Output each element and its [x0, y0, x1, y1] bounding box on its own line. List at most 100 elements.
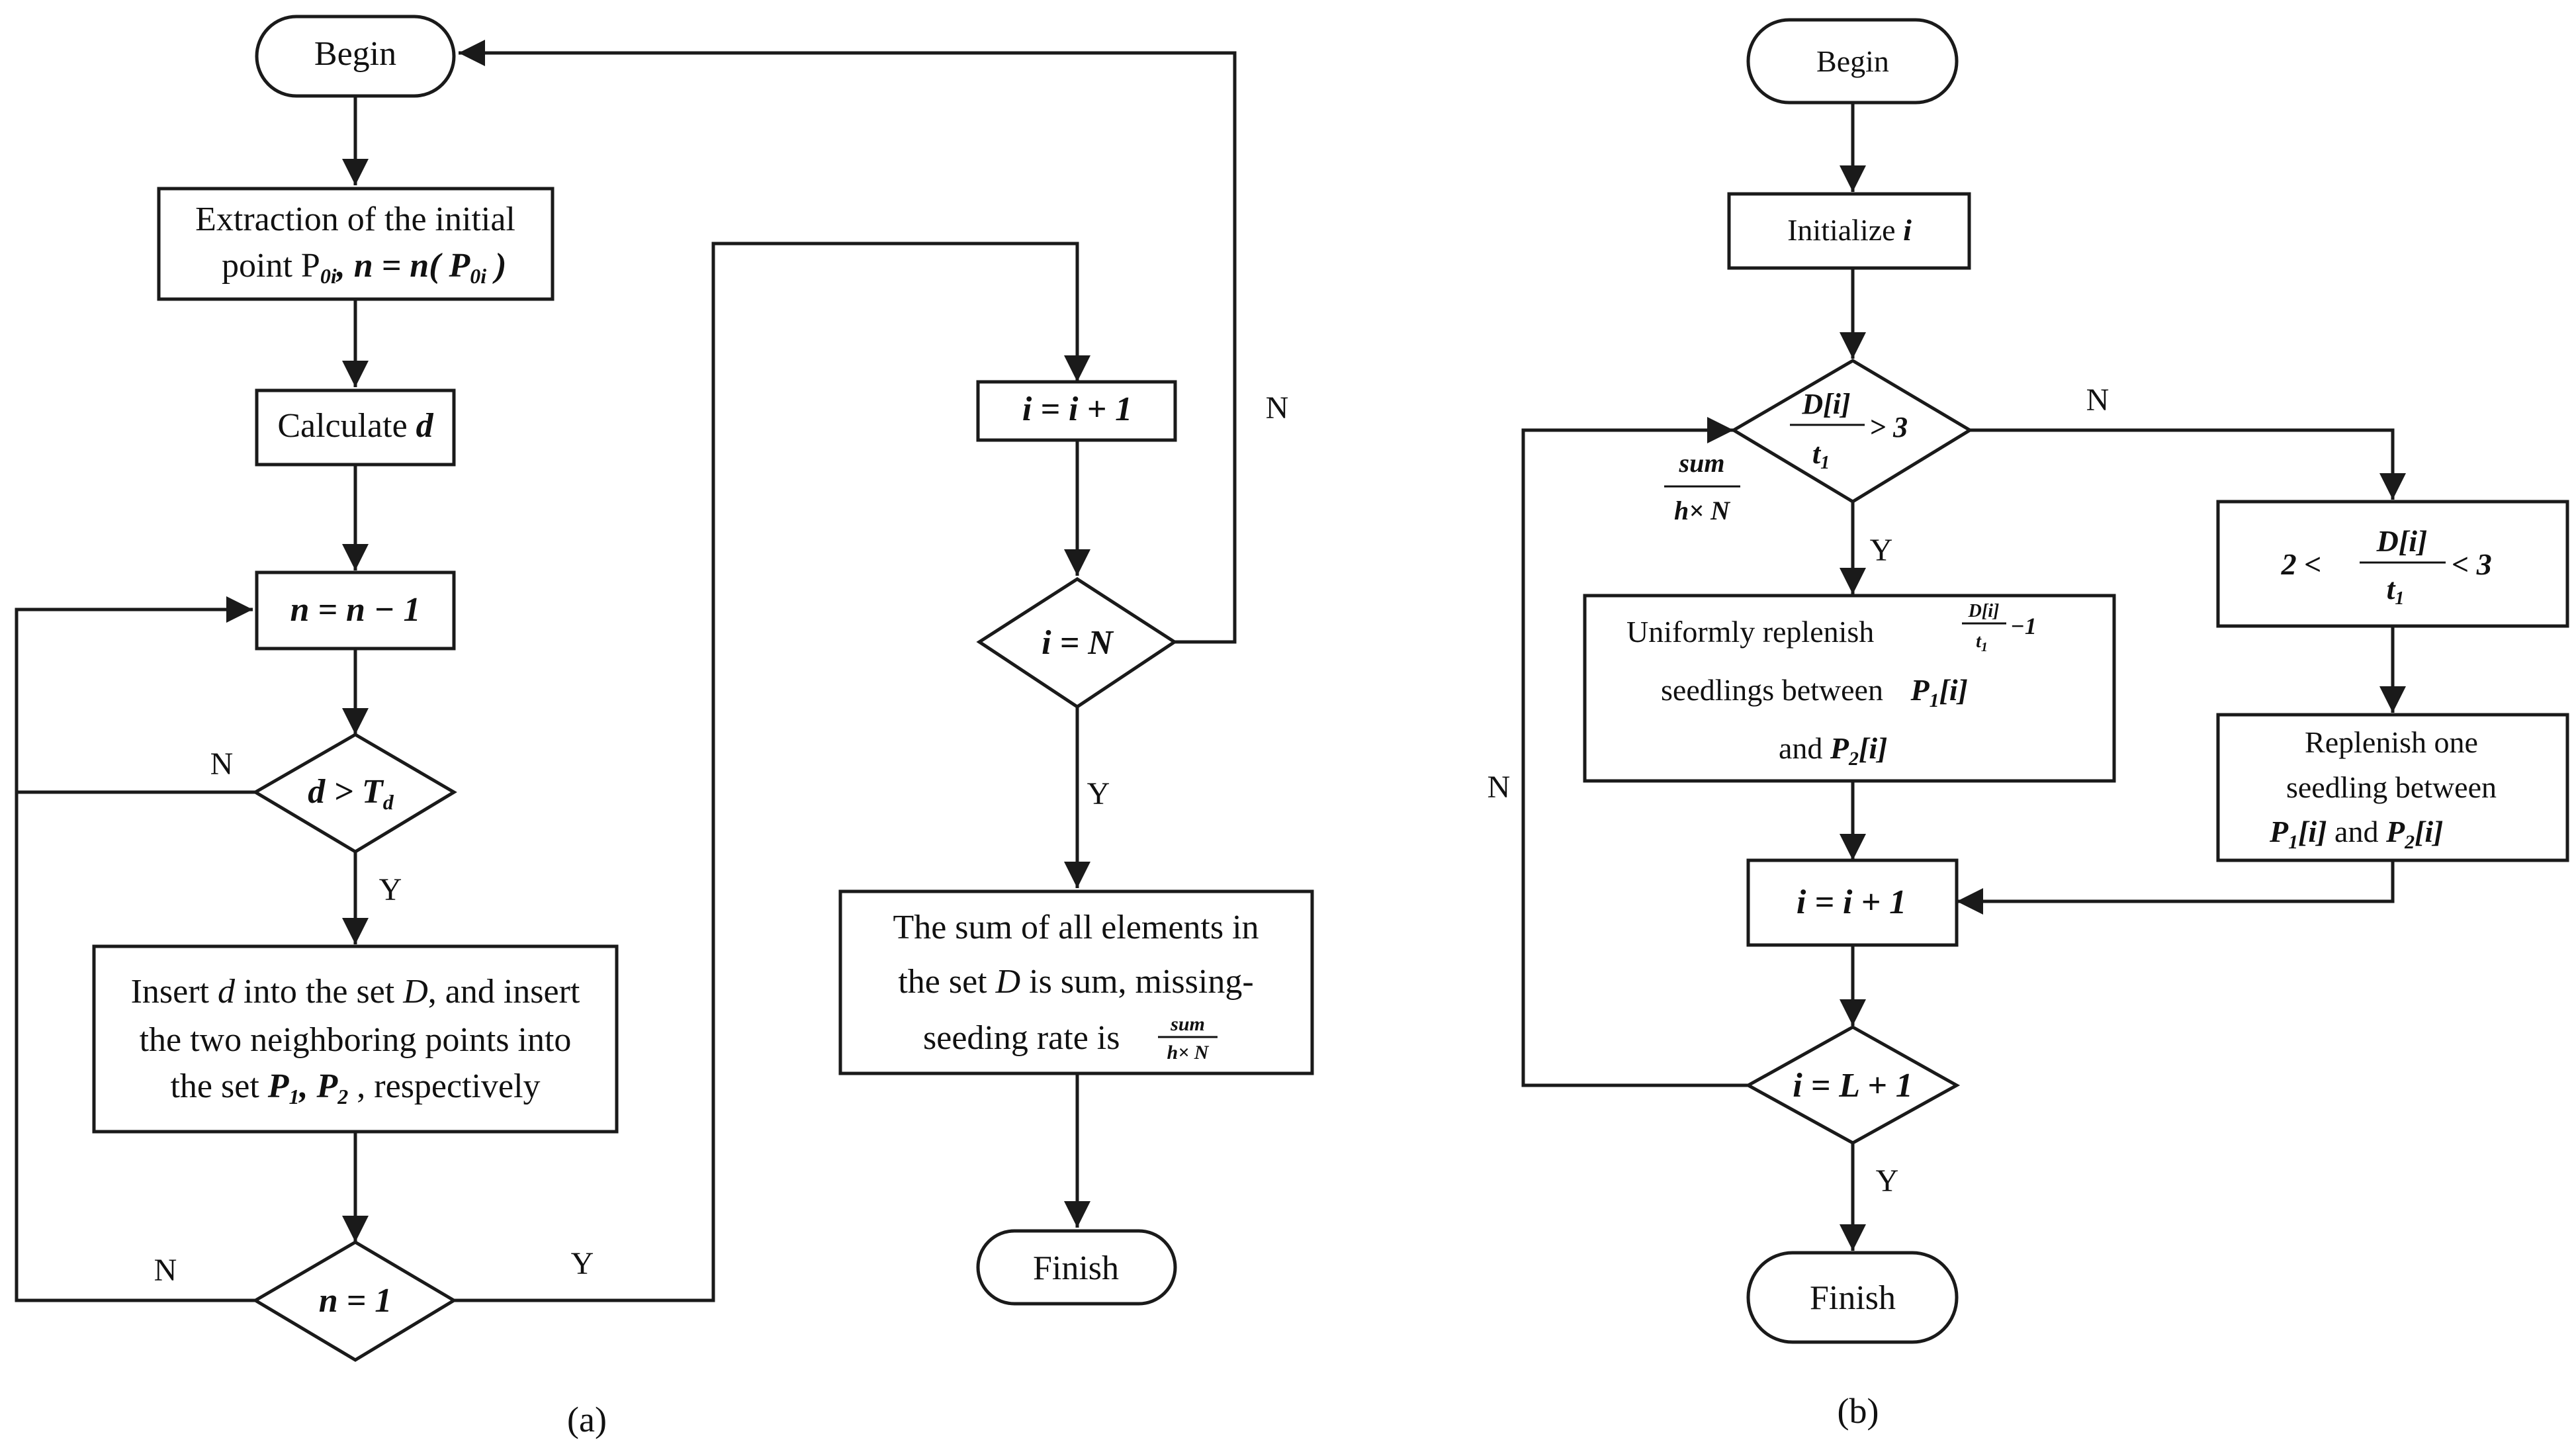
- decision-ratio-gt-3: D[i] t1 > 3: [1730, 359, 1973, 504]
- process-sum-line2: the set D is sum, missing-: [898, 963, 1253, 1001]
- process-insert-shape: [92, 944, 619, 1134]
- process-calculate-d-label: Calculate d: [277, 407, 433, 445]
- decision-d-gt-td-label: d > Td: [308, 773, 394, 814]
- process-increment-i-a: i = i + 1: [976, 380, 1177, 442]
- terminal-begin: Begin: [255, 15, 456, 98]
- edge-condiN-no-loop: [459, 40, 1237, 644]
- process-replenish-one-line3: P1[i] and P2[i]: [2269, 815, 2443, 853]
- process-increment-i-b: i = i + 1: [1746, 858, 1959, 947]
- terminal-begin-label: Begin: [314, 35, 396, 73]
- terminal-begin-b-shape: [1746, 18, 1959, 105]
- caption-b: (b): [1838, 1391, 1879, 1431]
- process-uniform-frac-tail: −1: [2010, 613, 2037, 639]
- process-initialize-i: Initialize i: [1727, 192, 1971, 270]
- process-sum-line3: seeding rate is: [923, 1019, 1120, 1057]
- label-yes-condd: Y: [379, 872, 402, 907]
- process-extraction-shape: [157, 187, 555, 301]
- label-no-cond-b: N: [2086, 383, 2110, 418]
- process-calculate-d: Calculate d: [255, 388, 456, 467]
- process-replenish-one: Replenish one seedling between P1[i] and…: [2216, 713, 2569, 862]
- process-range-lhs: 2 <: [2281, 547, 2322, 581]
- process-range-2-3: 2 < D[i] t1 < 3: [2216, 500, 2569, 628]
- process-sum-shape: [838, 889, 1314, 1075]
- process-sum-line1: The sum of all elements in: [893, 909, 1259, 946]
- decision-ratio-gt-3-shape: [1730, 359, 1973, 504]
- decision-n-eq-1-shape: [252, 1240, 457, 1362]
- edge-b-condL-no-loop: [1521, 417, 1748, 1087]
- panel-b-edges: [1521, 103, 2406, 1251]
- terminal-begin-shape: [255, 15, 456, 98]
- edge-b-replenish-inc: [1957, 860, 2395, 915]
- process-insert-line2: the two neighboring points into: [140, 1021, 572, 1059]
- terminal-finish-a-label: Finish: [1033, 1249, 1119, 1287]
- label-no-condiN: N: [1266, 390, 1289, 426]
- label-yes-condiN: Y: [1087, 776, 1110, 811]
- process-replenish-one-shape: [2216, 713, 2569, 862]
- decision-i-eq-l1-label: i = L + 1: [1793, 1067, 1913, 1105]
- decision-i-eq-l1: i = L + 1: [1744, 1025, 1961, 1145]
- process-uniform-frac-num: D[i]: [1968, 601, 2000, 621]
- terminal-finish-a: Finish: [976, 1229, 1177, 1306]
- side-fraction: sum h× N: [1664, 448, 1740, 525]
- panel-a: Begin Extraction of the initial point P0…: [15, 15, 1314, 1439]
- process-replenish-one-line1: Replenish one: [2305, 725, 2478, 759]
- panel-b: Begin Initialize i D[i] t1 > 3 sum h× N …: [1488, 18, 2569, 1431]
- side-fraction-den: h× N: [1674, 496, 1731, 525]
- process-extraction: Extraction of the initial point P0i, n =…: [157, 187, 555, 301]
- terminal-finish-b-label: Finish: [1810, 1279, 1896, 1317]
- terminal-begin-b: Begin: [1746, 18, 1959, 105]
- decision-i-eq-n: i = N: [976, 577, 1178, 709]
- label-no-condd: N: [210, 746, 234, 782]
- process-sum: The sum of all elements in the set D is …: [838, 889, 1314, 1075]
- process-increment-i-b-label: i = i + 1: [1797, 883, 1906, 921]
- process-uniform-frac-den: t1: [1976, 631, 1988, 655]
- process-insert-line1: Insert d into the set D, and insert: [131, 973, 580, 1011]
- process-decrement-n: n = n − 1: [255, 570, 456, 651]
- label-yes-cond-b: Y: [1870, 533, 1893, 568]
- process-uniform-replenish-shape: [1583, 594, 2116, 783]
- edge-b-cond-no: [1970, 428, 2406, 500]
- process-sum-frac-num: sum: [1170, 1013, 1205, 1035]
- process-increment-i-b-shape: [1746, 858, 1959, 947]
- label-no-condL: N: [1488, 770, 1511, 805]
- process-replenish-one-line2: seedling between: [2286, 770, 2497, 804]
- decision-ratio-num: D[i]: [1801, 388, 1850, 420]
- process-decrement-n-shape: [255, 570, 456, 651]
- edge-condn1-yes: [454, 242, 1090, 1302]
- decision-d-gt-td: d > Td: [252, 733, 457, 854]
- label-no-condn1: N: [154, 1253, 177, 1288]
- process-initialize-i-label: Initialize i: [1787, 213, 1912, 247]
- process-insert-line3: the set P1, P2 , respectively: [170, 1067, 540, 1108]
- process-initialize-i-shape: [1727, 192, 1971, 270]
- label-yes-condL: Y: [1876, 1163, 1899, 1198]
- process-range-num: D[i]: [2376, 524, 2428, 558]
- process-range-2-3-shape: [2216, 500, 2569, 628]
- terminal-finish-b-shape: [1746, 1251, 1959, 1344]
- decision-d-gt-td-shape: [252, 733, 457, 854]
- decision-ratio-rhs: > 3: [1869, 411, 1908, 443]
- panel-a-edges: [15, 40, 1237, 1302]
- process-range-den: t1: [2387, 572, 2405, 609]
- decision-n-eq-1: n = 1: [252, 1240, 457, 1362]
- process-increment-i-a-shape: [976, 380, 1177, 442]
- decision-n-eq-1-label: n = 1: [319, 1282, 392, 1320]
- label-yes-condn1: Y: [571, 1246, 594, 1281]
- process-uniform-replenish: Uniformly replenish D[i] t1 −1 seedlings…: [1583, 594, 2116, 783]
- terminal-finish-a-shape: [976, 1229, 1177, 1306]
- process-sum-frac-den: h× N: [1167, 1042, 1210, 1063]
- decision-ratio-den: t1: [1812, 437, 1830, 473]
- edge-condn1-no-loop: [15, 596, 255, 1302]
- process-calculate-d-shape: [255, 388, 456, 467]
- process-uniform-line1: Uniformly replenish: [1626, 615, 1874, 649]
- process-decrement-n-label: n = n − 1: [290, 591, 421, 629]
- process-range-rhs: < 3: [2452, 547, 2492, 581]
- process-increment-i-a-label: i = i + 1: [1022, 390, 1132, 428]
- process-uniform-line2: seedlings between P1[i]: [1661, 673, 1968, 711]
- side-fraction-num: sum: [1679, 448, 1725, 478]
- caption-a: (a): [567, 1400, 607, 1439]
- terminal-begin-b-label: Begin: [1816, 44, 1889, 78]
- process-uniform-line3: and P2[i]: [1779, 731, 1887, 770]
- process-insert: Insert d into the set D, and insert the …: [92, 944, 619, 1134]
- decision-i-eq-n-shape: [976, 577, 1178, 709]
